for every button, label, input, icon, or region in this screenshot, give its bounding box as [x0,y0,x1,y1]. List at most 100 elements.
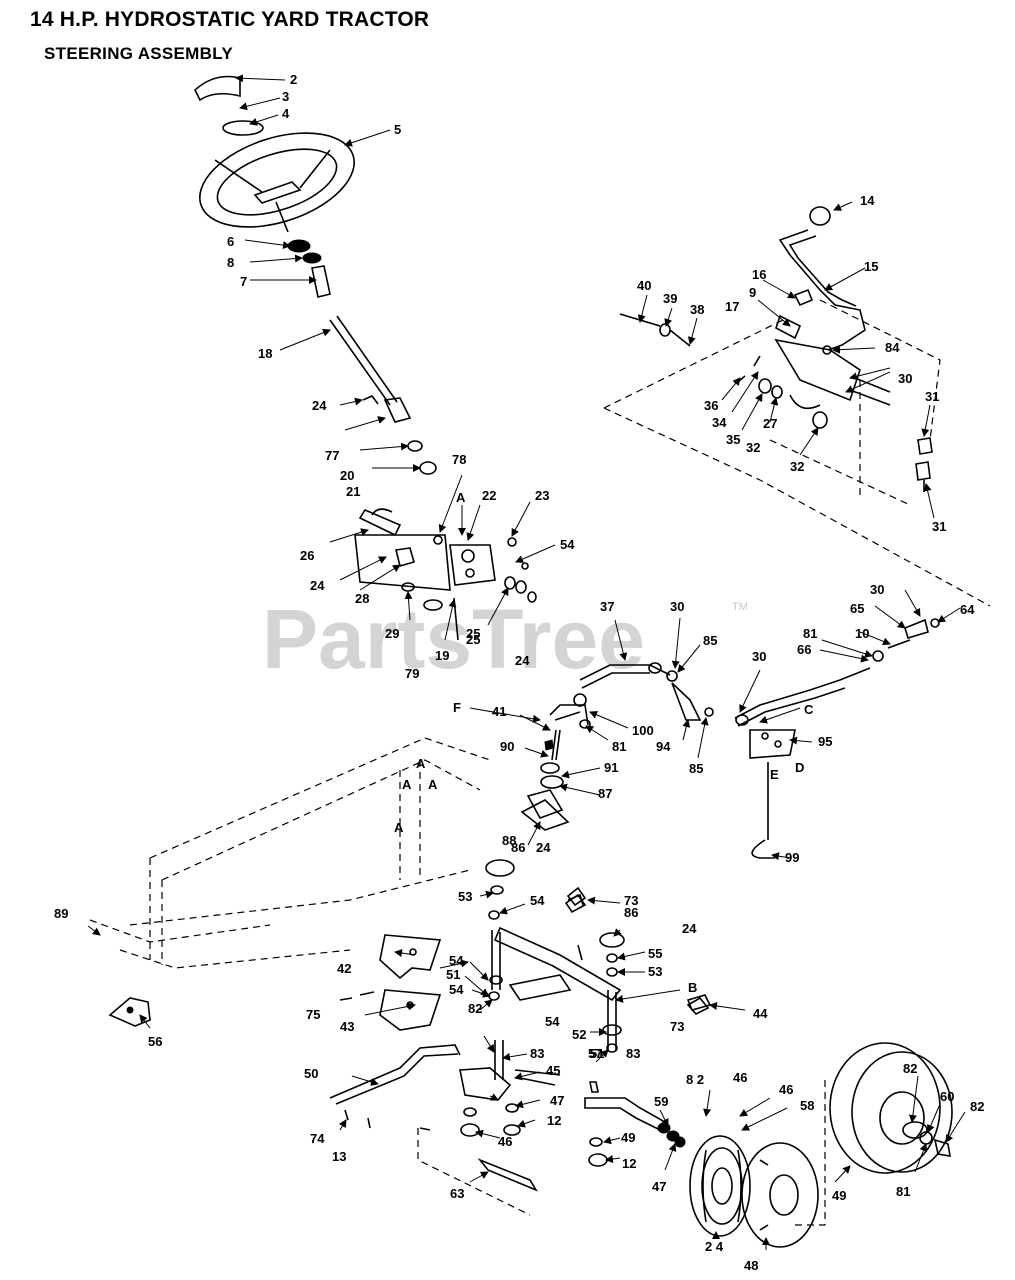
callout-label: 74 [310,1131,325,1146]
callout-label: 9 [749,285,756,300]
callout-label: 42 [337,961,351,976]
callout-label: 77 [325,448,339,463]
callout-label: C [804,702,814,717]
callout-label: A [428,777,438,792]
callout-label: 21 [346,484,360,499]
callout-label: 53 [458,889,472,904]
callout-label: 24 [312,398,327,413]
callout-label: 91 [604,760,618,775]
callout-label: 86 [511,840,525,855]
callout-label: 60 [940,1089,954,1104]
callout-label: 81 [803,626,817,641]
callout-label: 86 [624,905,638,920]
callout-label: 82 [970,1099,984,1114]
callout-label: 22 [482,488,496,503]
callout-label: 54 [560,537,575,552]
callout-label: 23 [535,488,549,503]
callout-label: 7 [240,274,247,289]
callout-label: 44 [753,1006,768,1021]
callout-label: 51 [446,967,460,982]
callout-label: 66 [797,642,811,657]
steering-shaft [329,315,437,475]
callout-label: 14 [860,193,875,208]
callout-label: 82 [468,1001,482,1016]
callout-label: 8 [227,255,234,270]
callout-label: 16 [752,267,766,282]
callout-label: 3 [282,89,289,104]
callout-label: 88 [502,833,516,848]
callout-label: 49 [832,1188,846,1203]
callout-label: 32 [790,459,804,474]
drag-link-rods [520,618,940,859]
callout-label: 4 [282,106,290,121]
grease-fittings [564,893,710,1015]
callout-label: 75 [306,1007,320,1022]
callout-label: 28 [355,591,369,606]
callout-label: 81 [612,739,626,754]
callout-label: 38 [690,302,704,317]
callout-label: 83 [530,1046,544,1061]
callout-label: 45 [546,1063,560,1078]
callout-label: 81 [896,1184,910,1199]
callout-label: 19 [435,648,449,663]
steering-wheel [194,75,355,298]
callout-label: 50 [304,1066,318,1081]
callout-label: 13 [332,1149,346,1164]
callout-label: 53 [648,964,662,979]
callout-label: 54 [530,893,545,908]
callout-label: 55 [648,946,662,961]
callout-label: 24 [515,653,530,668]
callout-label: E [770,767,779,782]
callout-label: 89 [54,906,68,921]
callout-label: 85 [689,761,703,776]
callout-label: 39 [663,291,677,306]
front-axle-spindles [485,859,712,1053]
callout-label: 20 [340,468,354,483]
callout-label: 30 [870,582,884,597]
callout-label: D [795,760,804,775]
callout-label: 43 [340,1019,354,1034]
callout-label: 29 [385,626,399,641]
callout-label: 2 4 [705,1239,724,1254]
callout-label: 24 [310,578,325,593]
tractor-frame-outline [89,299,991,1226]
callout-label: 41 [492,704,506,719]
callout-label: 63 [450,1186,464,1201]
callout-label: 87 [598,786,612,801]
lift-lever-assembly [619,206,933,492]
callout-label: 52 [572,1027,586,1042]
leader-arrows [87,74,966,1250]
callout-label: 83 [626,1046,640,1061]
callout-label: 24 [682,921,697,936]
watermark-trademark: TM [732,601,748,613]
callout-label: 6 [227,234,234,249]
callout-label: 46 [779,1082,793,1097]
callout-label: 65 [850,601,864,616]
callout-label: 15 [864,259,878,274]
callout-label: 32 [746,440,760,455]
diagram-subtitle: STEERING ASSEMBLY [44,44,233,63]
callout-label: 57 [588,1046,602,1061]
callout-label: 30 [752,649,766,664]
front-wheel-tire [689,1042,953,1248]
callout-label: 90 [500,739,514,754]
callout-label: 24 [536,840,551,855]
callout-label: 73 [670,1019,684,1034]
callout-label: 8 2 [686,1072,704,1087]
callout-label: 46 [733,1070,747,1085]
callout-label: 78 [452,452,466,467]
callout-label: 25 [466,626,480,641]
callout-label: 54 [449,953,464,968]
callout-label: 79 [405,666,419,681]
diagram-title: 14 H.P. HYDROSTATIC YARD TRACTOR [30,8,430,31]
callout-label: 94 [656,739,671,754]
callout-label: 35 [726,432,740,447]
callout-label: A [402,777,412,792]
watermark: PartsTree [262,592,645,686]
callout-label: 95 [818,734,832,749]
callout-label: 84 [885,340,900,355]
callout-label: 48 [744,1258,758,1273]
callout-label: 5 [394,122,401,137]
